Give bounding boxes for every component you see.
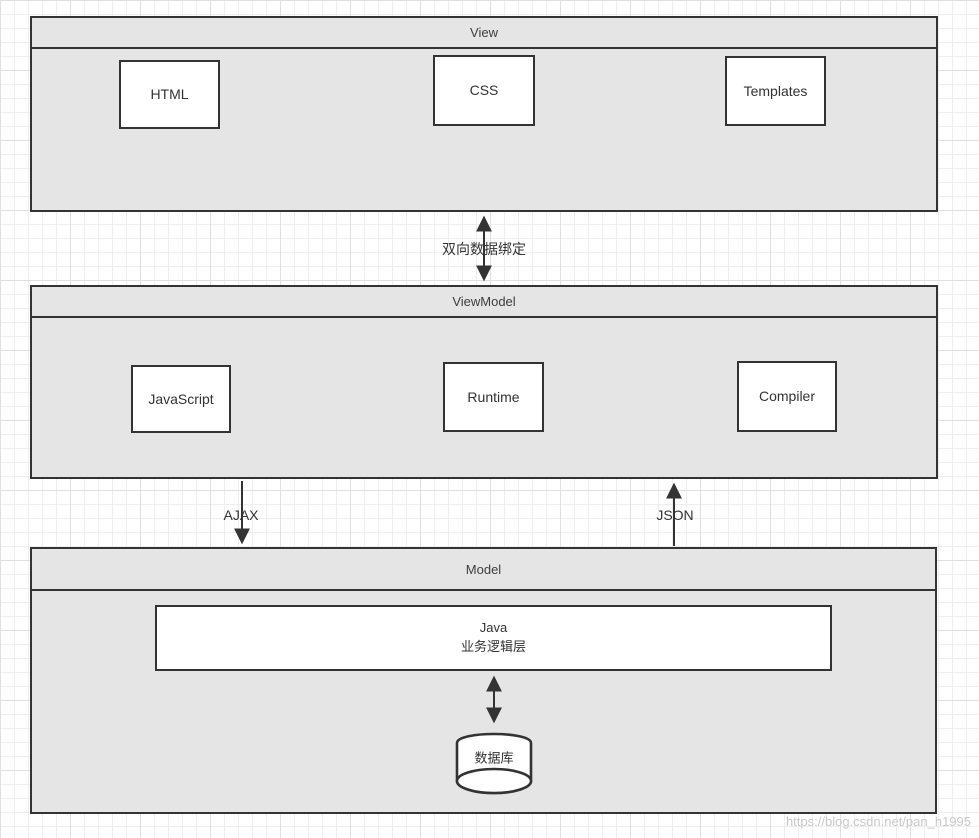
watermark-url: https://blog.csdn.net/pan_h1995: [785, 814, 971, 829]
css-node: CSS: [433, 55, 535, 126]
html-node: HTML: [119, 60, 220, 129]
javascript-node-label: JavaScript: [148, 390, 214, 407]
runtime-node: Runtime: [443, 362, 544, 432]
ajax-label: AJAX: [223, 507, 259, 523]
view-layer-container: View HTML CSS Templates: [30, 16, 938, 212]
compiler-node-label: Compiler: [758, 388, 815, 405]
javascript-node: JavaScript: [131, 365, 231, 433]
database-label: 数据库: [474, 750, 514, 766]
view-layer-title: View: [470, 25, 498, 40]
templates-node-label: Templates: [743, 82, 808, 99]
json-label: JSON: [656, 507, 694, 523]
java-node-line2: 业务逻辑层: [460, 639, 526, 654]
java-node-line1: Java: [479, 620, 508, 636]
java-business-logic-node: Java 业务逻辑层: [155, 605, 832, 671]
model-layer-title: Model: [465, 561, 502, 577]
viewmodel-layer-container: ViewModel JavaScript Runtime Compiler: [30, 285, 938, 479]
compiler-node: Compiler: [737, 361, 837, 432]
database-cylinder-icon: [455, 732, 533, 795]
model-layer-header: Model: [32, 549, 935, 591]
templates-node: Templates: [725, 56, 826, 126]
html-node-label: HTML: [150, 86, 189, 103]
css-node-label: CSS: [469, 82, 499, 99]
runtime-node-label: Runtime: [467, 388, 520, 405]
view-layer-header: View: [32, 18, 936, 49]
two-way-binding-label: 双向数据绑定: [442, 241, 526, 257]
viewmodel-layer-title: ViewModel: [452, 294, 516, 309]
viewmodel-layer-header: ViewModel: [32, 287, 936, 318]
